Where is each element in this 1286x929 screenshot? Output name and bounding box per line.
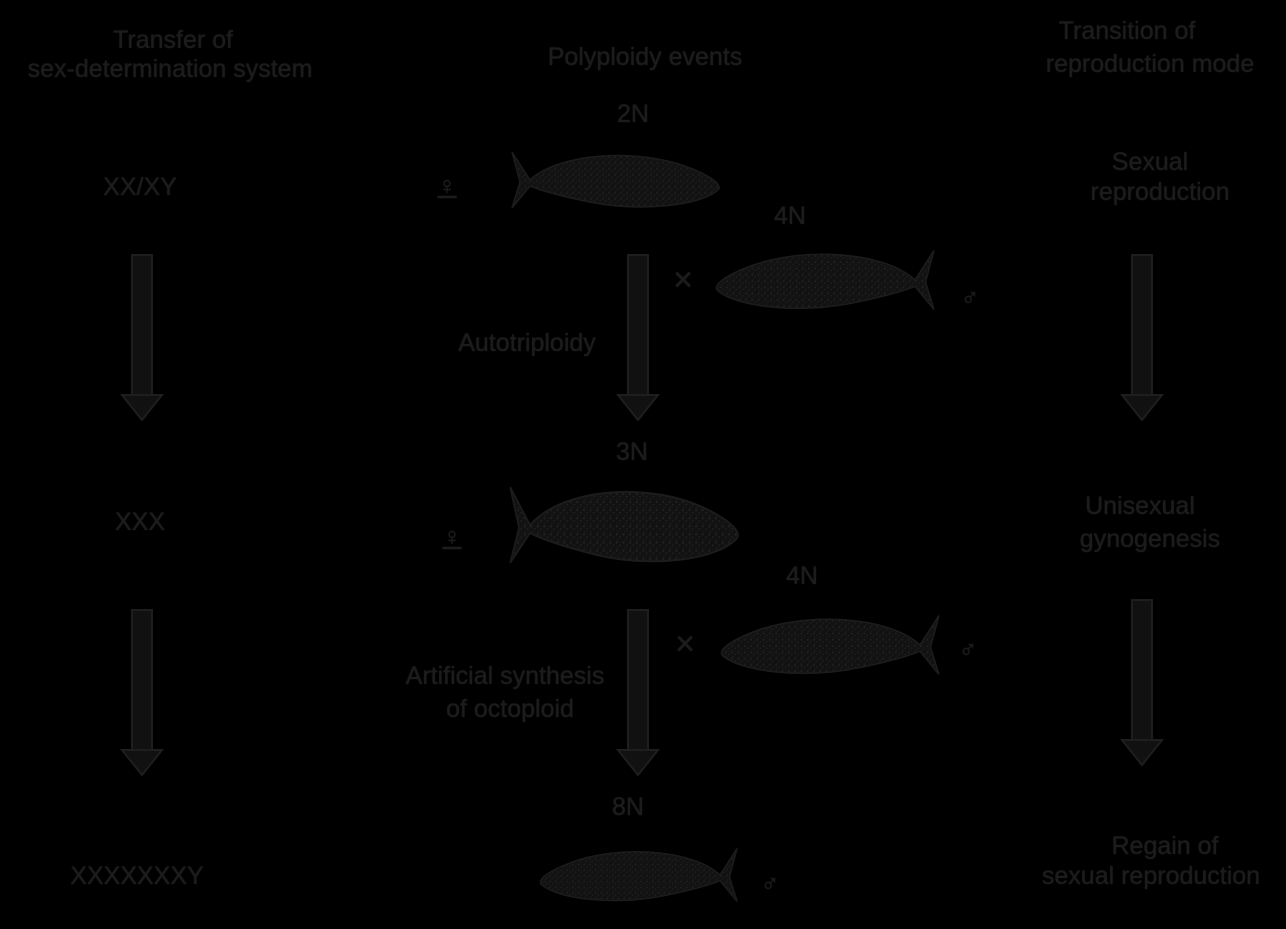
sex-symbol-male-1: ♂: [961, 284, 980, 312]
right-stage-2-line2: gynogenesis: [1080, 525, 1220, 553]
ploidy-4n-1: 4N: [774, 202, 806, 230]
left-title-line1: Transfer of: [113, 26, 233, 54]
ploidy-2n: 2N: [617, 100, 649, 128]
ploidy-4n-2: 4N: [786, 562, 818, 590]
left-stage-3: XXXXXXXY: [70, 862, 203, 890]
left-stage-2: XXX: [115, 508, 165, 536]
ploidy-8n: 8N: [612, 793, 644, 821]
right-stage-1-line1: Sexual: [1112, 148, 1188, 176]
right-stage-1-line2: reproduction: [1091, 178, 1230, 206]
sex-symbol-female-2: ♀: [443, 523, 462, 551]
right-arrow-1: [1122, 255, 1162, 420]
middle-title: Polyploidy events: [548, 43, 743, 71]
cross-symbol-2: ×: [675, 630, 695, 658]
fish-8n-male: [540, 848, 737, 901]
left-arrow-1: [122, 255, 162, 420]
fish-3n-female: [510, 487, 738, 563]
left-title-line2: sex-determination system: [28, 55, 313, 83]
step-autotriploidy-label: Autotriploidy: [458, 329, 596, 357]
fish-4n-male-2: [721, 616, 938, 675]
right-stage-2-line1: Unisexual: [1085, 492, 1195, 520]
right-title-line2: reproduction mode: [1046, 50, 1254, 78]
fish-4n-male-1: [716, 251, 933, 310]
middle-arrow-1: [618, 255, 658, 420]
step-octoploid-label-line2: of octoploid: [446, 695, 574, 723]
left-arrow-2: [122, 610, 162, 775]
left-stage-1: XX/XY: [103, 173, 177, 201]
right-arrow-2: [1122, 600, 1162, 765]
right-title-line1: Transition of: [1059, 17, 1196, 45]
right-stage-3-line1: Regain of: [1111, 832, 1218, 860]
cross-symbol-1: ×: [673, 266, 693, 294]
ploidy-3n: 3N: [616, 438, 648, 466]
sex-symbol-male-3: ♂: [761, 870, 780, 898]
right-stage-3-line2: sexual reproduction: [1042, 862, 1260, 890]
step-octoploid-label-line1: Artificial synthesis: [406, 662, 605, 690]
sex-symbol-male-2: ♂: [959, 636, 978, 664]
middle-arrow-2: [618, 610, 658, 775]
sex-symbol-female-1: ♀: [438, 172, 457, 200]
fish-2n-female: [512, 152, 719, 208]
